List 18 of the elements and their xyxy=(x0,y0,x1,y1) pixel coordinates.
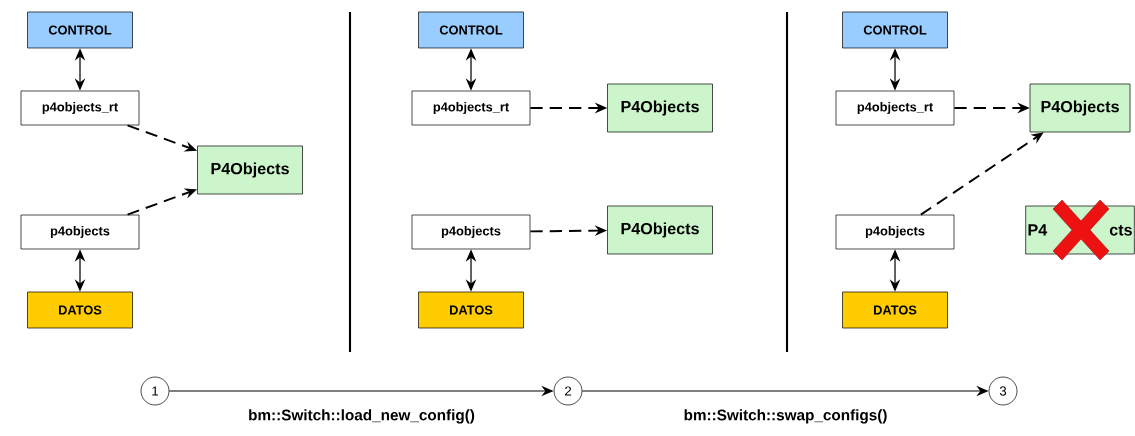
control-box: CONTROL xyxy=(418,11,524,49)
edge-label: bm::Switch::swap_configs() xyxy=(684,409,887,424)
data-box: DATOS xyxy=(27,291,133,329)
control-box: CONTROL xyxy=(842,11,948,49)
edge-label: bm::Switch::load_new_config() xyxy=(249,409,475,424)
control-box: CONTROL xyxy=(27,11,133,49)
objects-box: P4Objects xyxy=(1029,83,1131,133)
module-box: p4objects_rt xyxy=(835,90,955,126)
data-box: DATOS xyxy=(842,291,948,329)
data-box: DATOS xyxy=(418,291,524,329)
module-box: p4objects xyxy=(411,214,531,250)
module-box: p4objects_rt xyxy=(20,90,140,126)
module-box: p4objects xyxy=(20,214,140,250)
objects-box: P4Objects xyxy=(607,83,713,133)
module-box: p4objects_rt xyxy=(411,90,531,126)
module-box: p4objects xyxy=(835,214,955,250)
objects-box: P4Objects xyxy=(197,145,303,195)
objects-box: P4Objects xyxy=(607,205,713,255)
